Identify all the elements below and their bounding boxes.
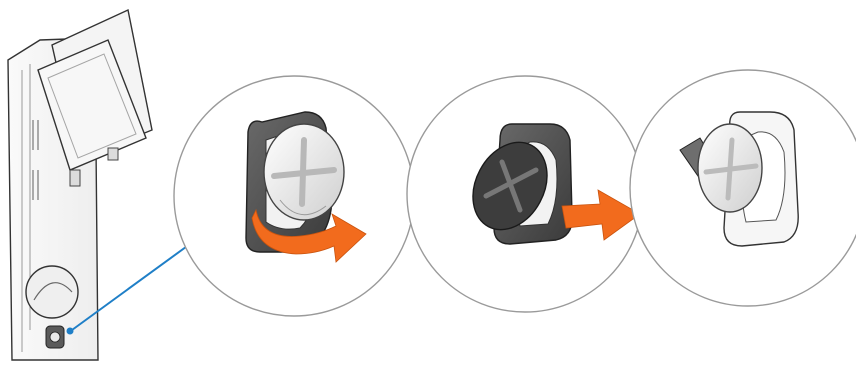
chassis-overview (8, 10, 152, 360)
door-notch-2 (108, 148, 118, 160)
cover-port (26, 266, 78, 318)
door-notch-1 (70, 170, 80, 186)
screw-slot-v (302, 140, 304, 204)
lock-screw (50, 332, 60, 342)
step-3-panel (630, 70, 856, 306)
step-2-panel (407, 76, 643, 312)
step-1-panel (174, 76, 414, 316)
callout-dot-icon (67, 328, 74, 335)
